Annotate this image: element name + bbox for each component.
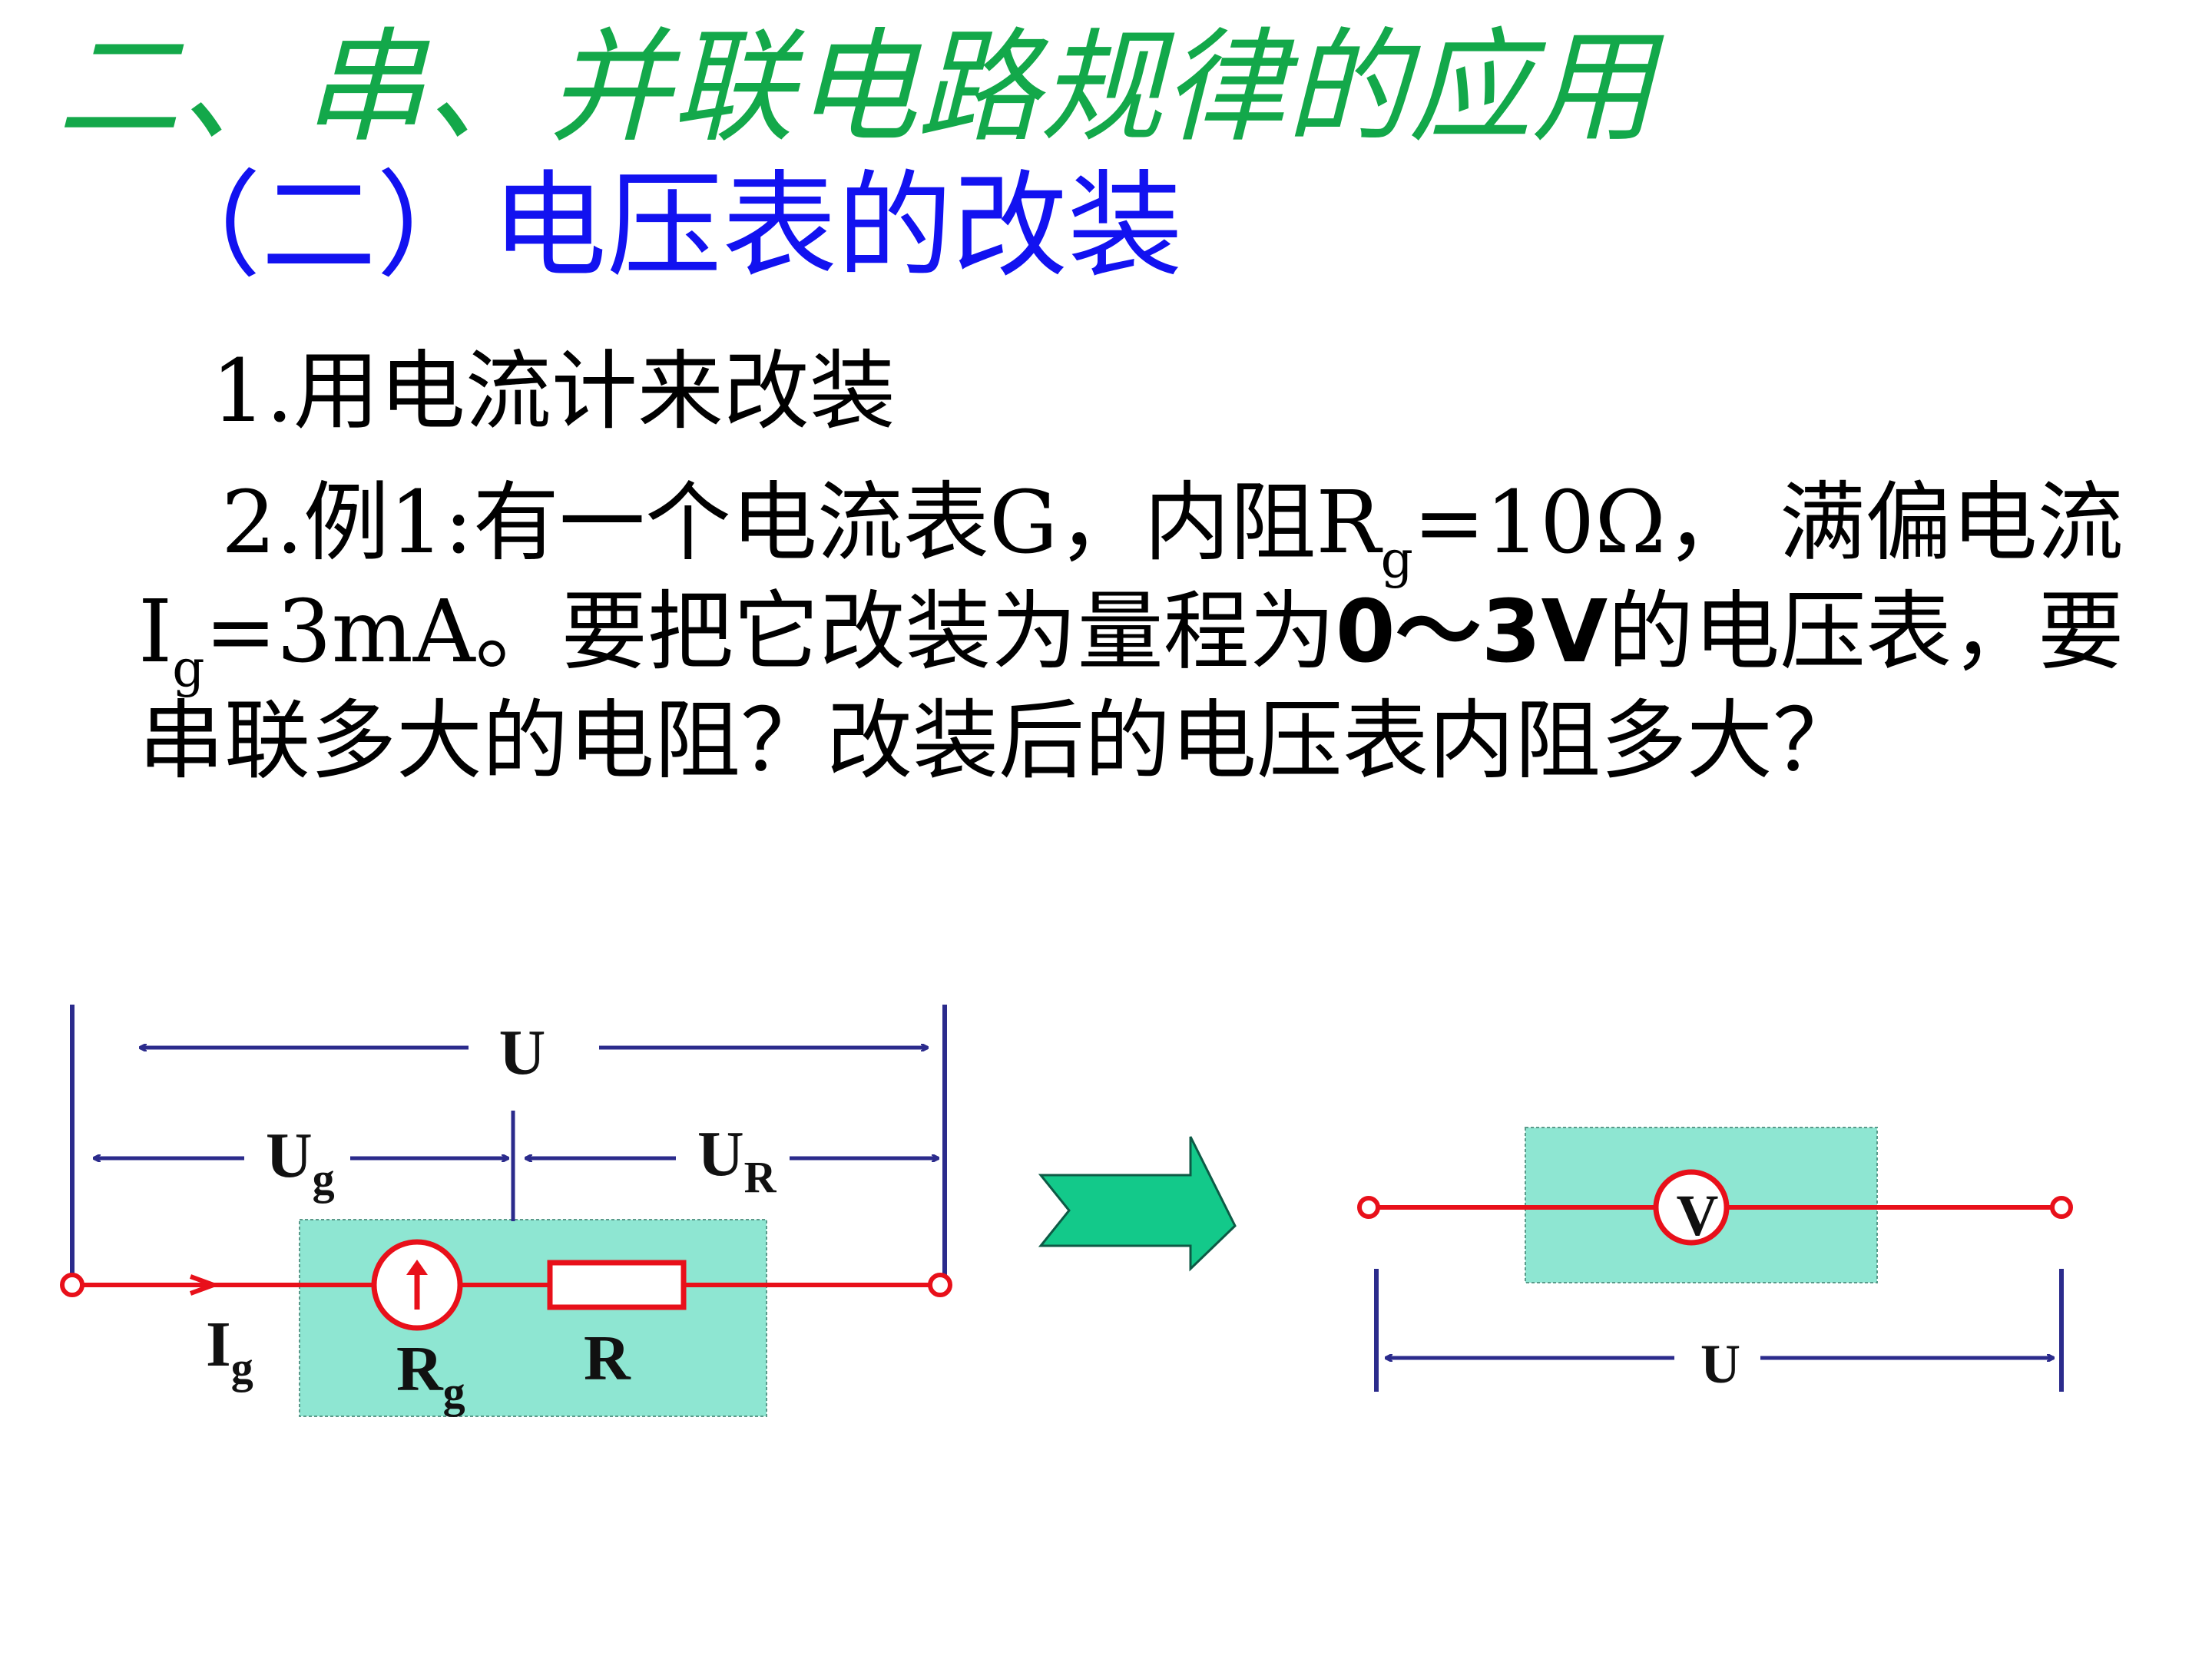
label-Ig: Ig [206, 1309, 253, 1392]
label-U-right: U [1700, 1333, 1740, 1395]
label-Ug: Ug [266, 1120, 335, 1204]
problem-part-d: 的电压表，要串联多大的电阻？改装后的电压表内阻多大？ [138, 582, 2124, 791]
left-terminal-start [60, 1273, 84, 1297]
label-UR: UR [697, 1118, 777, 1202]
problem-part-c: =3mA。要把它改装为量程为 [204, 582, 1336, 682]
left-circuit-diagram: U Ug UR Ig Rg R [60, 1005, 952, 1417]
series-resistor-icon [547, 1260, 687, 1310]
current-direction-arrow-icon [189, 1274, 220, 1296]
label-Ug-main: U [266, 1120, 313, 1191]
point-1-text: 1.用电流计来改装 [211, 342, 896, 442]
right-voltmeter-diagram: V U [1357, 1127, 2073, 1395]
label-UR-main: U [697, 1118, 744, 1190]
slide-subtitle: （二）电压表的改装 [146, 160, 1184, 293]
problem-sub-rg: g [1380, 530, 1413, 589]
label-Ig-main: I [206, 1309, 231, 1380]
voltmeter-label: V [1677, 1184, 1719, 1248]
label-Ig-sub: g [231, 1343, 253, 1392]
problem-part-b: =10Ω， 满偏电流I [138, 473, 2124, 682]
right-terminal-end [2050, 1196, 2073, 1219]
label-Rg: Rg [396, 1333, 465, 1417]
problem-part-a: 2.例1:有一个电流表G，内阻R [221, 473, 1381, 573]
right-terminal-start [1357, 1196, 1380, 1219]
voltmeter-icon: V [1653, 1169, 1730, 1248]
left-component-box [299, 1219, 767, 1417]
left-terminal-end [928, 1273, 952, 1297]
problem-sub-ig: g [172, 639, 205, 698]
label-Rg-sub: g [443, 1367, 465, 1417]
galvanometer-up-arrow-icon [371, 1239, 463, 1331]
problem-range: 0～3V [1335, 582, 1608, 682]
label-Rg-main: R [396, 1333, 444, 1405]
example-problem-text: 2.例1:有一个电流表G，内阻Rg=10Ω， 满偏电流Ig=3mA。要把它改装为… [138, 469, 2135, 796]
label-Ug-sub: g [313, 1154, 335, 1204]
label-R: R [584, 1323, 631, 1394]
right-arrow-icon [1038, 1136, 1237, 1272]
label-UR-sub: R [744, 1152, 777, 1202]
slide-title: 二、串、并联电路规律的应用 [57, 15, 1655, 159]
label-U-left: U [499, 1017, 546, 1088]
